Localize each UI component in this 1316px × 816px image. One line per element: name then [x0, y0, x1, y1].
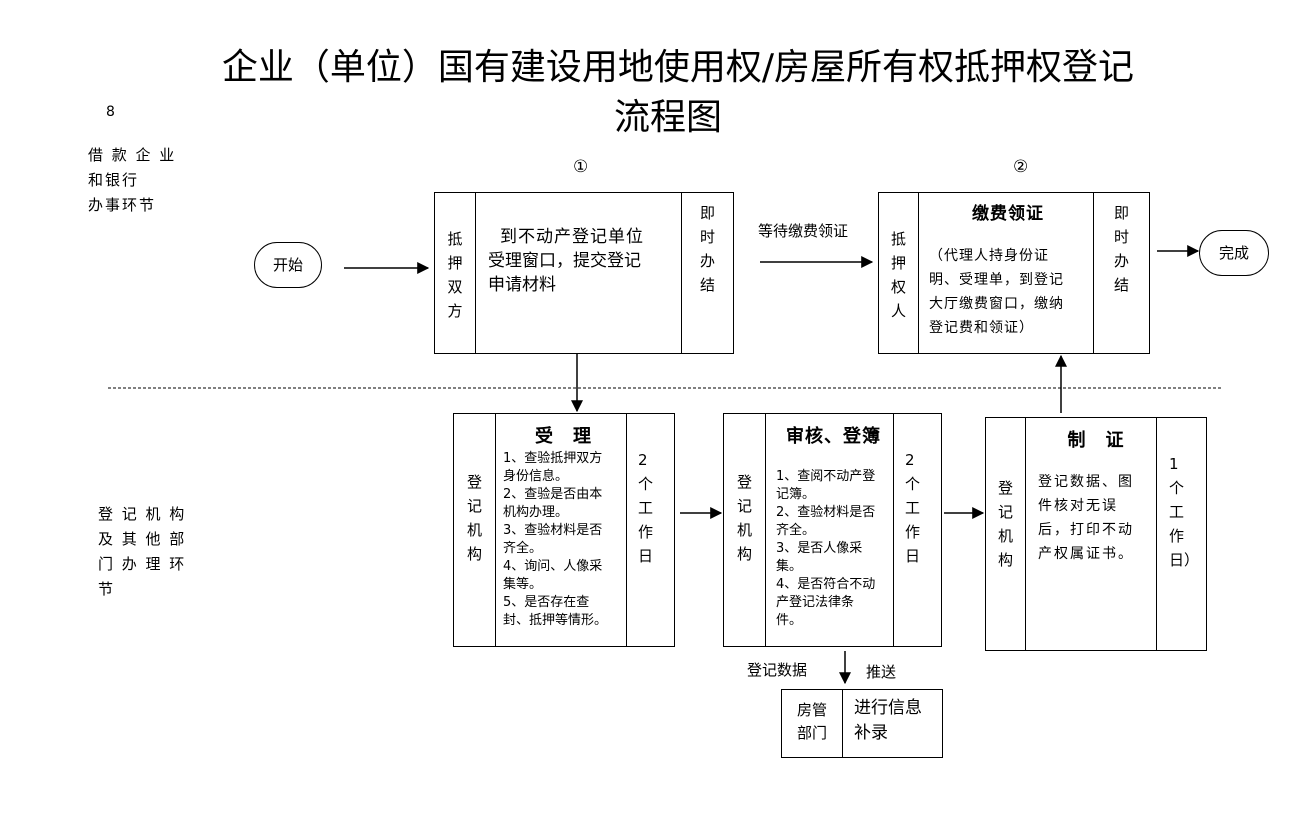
time-cell: 2 个 工 作 日 — [893, 414, 941, 646]
actor-cell: 登 记 机 构 — [466, 473, 482, 563]
dept-cell: 房管 部门 — [796, 701, 827, 742]
housing-dept-box: 房管 部门 进行信息 补录 — [781, 689, 943, 758]
content-cell: 到不动产登记单位 受理窗口，提交登记 申请材料 — [475, 193, 681, 353]
step-review-and-register: 登 记 机 构 审核、登簿 1、查阅不动产登 记簿。 2、查验材料是否 齐全。 … — [723, 413, 942, 647]
content-cell: 制 证 登记数据、图 件核对无误 后，打印不动 产权属证书。 — [1025, 418, 1156, 650]
actor-cell: 抵 押 权 人 — [890, 230, 906, 320]
step-accept: 登 记 机 构 受 理 1、查验抵押双方 身份信息。 2、查验是否由本 机构办理… — [453, 413, 675, 647]
start-terminal: 开始 — [254, 242, 322, 288]
lane-label-agencies: 登 记 机 构 及 其 他 部 门 办 理 环 节 — [98, 505, 187, 598]
step-submit-application: 抵 押 双 方 到不动产登记单位 受理窗口，提交登记 申请材料 即 时 办 结 — [434, 192, 734, 354]
diagram-title-line2: 流程图 — [613, 97, 722, 138]
content-cell: 缴费领证 （代理人持身份证 明、受理单，到登记 大厅缴费窗口，缴纳 登记费和领证… — [918, 193, 1093, 353]
diagram-title: 企业（单位）国有建设用地使用权/房屋所有权抵押权登记 — [221, 47, 1135, 88]
actor-cell: 登 记 机 构 — [997, 479, 1013, 569]
time-cell: 即 时 办 结 — [681, 193, 733, 353]
time-cell: 1 个 工 作 日） — [1156, 418, 1206, 650]
step-issue-certificate: 登 记 机 构 制 证 登记数据、图 件核对无误 后，打印不动 产权属证书。 1… — [985, 417, 1207, 651]
content-cell: 审核、登簿 1、查阅不动产登 记簿。 2、查验材料是否 齐全。 3、是否人像采 … — [765, 414, 893, 646]
action-cell: 进行信息 补录 — [842, 690, 942, 757]
step-marker-2: ② — [1013, 157, 1029, 177]
content-cell: 受 理 1、查验抵押双方 身份信息。 2、查验是否由本 机构办理。 3、查验材料… — [495, 414, 626, 646]
end-terminal: 完成 — [1199, 230, 1269, 276]
wait-label: 等待缴费领证 — [758, 222, 849, 240]
step-pay-and-collect: 抵 押 权 人 缴费领证 （代理人持身份证 明、受理单，到登记 大厅缴费窗口，缴… — [878, 192, 1150, 354]
actor-cell: 抵 押 双 方 — [447, 230, 463, 320]
time-cell: 2 个 工 作 日 — [626, 414, 674, 646]
actor-cell: 登 记 机 构 — [736, 473, 752, 563]
push-label: 推送 — [866, 663, 897, 681]
page-number: 8 — [106, 104, 115, 120]
time-cell: 即 时 办 结 — [1093, 193, 1149, 353]
lane-label-applicants: 借 款 企 业 和银行 办事环节 — [88, 146, 177, 214]
step-marker-1: ① — [573, 157, 589, 177]
push-data-label: 登记数据 — [747, 661, 808, 679]
